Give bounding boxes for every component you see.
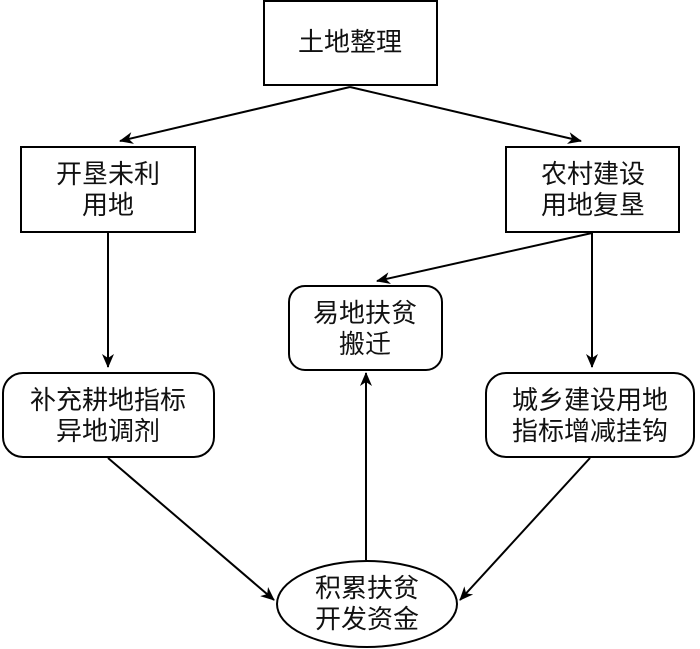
- node-label-line-2: 用地复垦: [541, 191, 645, 221]
- edge-urban-rural-quota-to-funds: [459, 457, 591, 601]
- node-label-line-2: 搬迁: [339, 330, 391, 360]
- edge-land-to-rural-reclamation: [349, 86, 582, 144]
- node-label-line-2: 指标增减挂钩: [512, 417, 668, 447]
- node-farmland-quota-transfer: 补充耕地指标 异地调剂: [2, 372, 215, 458]
- node-label-line-1: 积累扶贫: [315, 574, 419, 604]
- node-reclaim-unused-land: 开垦未利 用地: [20, 146, 196, 233]
- node-land-consolidation: 土地整理: [263, 0, 438, 86]
- node-label-line-1: 易地扶贫: [313, 299, 417, 329]
- edges: [102, 86, 598, 601]
- node-label-line-2: 用地: [82, 191, 134, 221]
- node-label-line-1: 农村建设: [541, 160, 645, 190]
- node-label-line-1: 补充耕地指标: [30, 386, 186, 416]
- edge-land-to-reclaim-unused: [119, 86, 351, 144]
- node-label-line-2: 开发资金: [315, 605, 419, 635]
- node-rural-construction-land-reclamation: 农村建设 用地复垦: [505, 146, 680, 233]
- node-urban-rural-land-quota-linkage: 城乡建设用地 指标增减挂钩: [485, 372, 695, 458]
- node-label-line-1: 城乡建设用地: [512, 386, 668, 416]
- node-label-line-1: 开垦未利: [56, 160, 160, 190]
- node-label: 土地整理: [298, 28, 402, 58]
- node-poverty-development-funds: 积累扶贫 开发资金: [276, 560, 458, 648]
- node-relocation-poverty-alleviation: 易地扶贫 搬迁: [288, 285, 443, 371]
- edge-rural-reclamation-to-relocation: [376, 232, 593, 285]
- node-label-line-2: 异地调剂: [56, 417, 160, 447]
- edge-farmland-quota-to-funds: [107, 457, 275, 601]
